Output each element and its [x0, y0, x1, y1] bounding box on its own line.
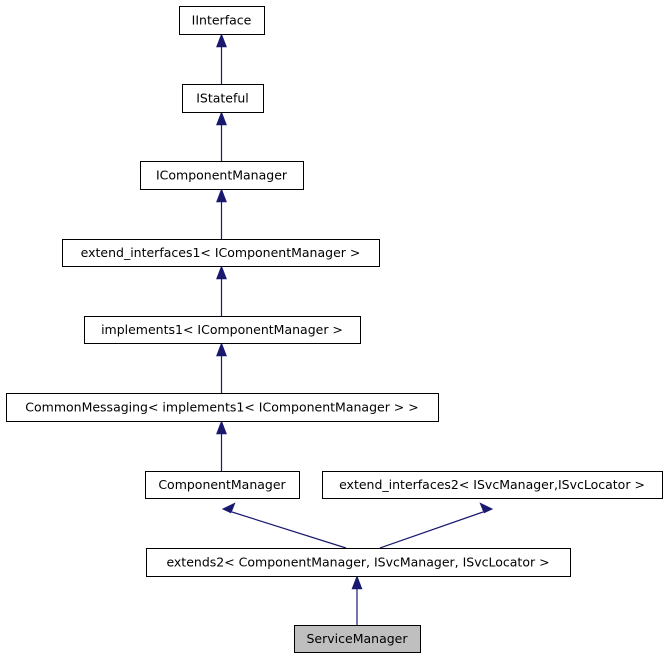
inheritance-arrowhead-icon	[221, 502, 236, 514]
inheritance-arrowhead-icon	[479, 502, 494, 514]
class-node-extends2[interactable]: extends2< ComponentManager, ISvcManager,…	[146, 548, 571, 577]
class-node-servicemanager[interactable]: ServiceManager	[294, 625, 421, 653]
inheritance-arrowhead-icon	[216, 265, 227, 280]
class-node-box[interactable]	[322, 471, 663, 499]
class-node-iinterface[interactable]: IInterface	[179, 6, 265, 35]
class-node-extend_interfaces2[interactable]: extend_interfaces2< ISvcManager,ISvcLoca…	[322, 471, 663, 499]
class-node-label: implements1< IComponentManager >	[101, 322, 343, 337]
inheritance-arrowhead-icon	[216, 420, 227, 435]
class-node-label: extends2< ComponentManager, ISvcManager,…	[166, 555, 549, 570]
class-node-box[interactable]	[146, 548, 571, 577]
class-node-box[interactable]	[62, 239, 380, 267]
class-node-box[interactable]	[6, 393, 439, 422]
class-node-label: IInterface	[192, 13, 252, 28]
inheritance-edge	[221, 502, 347, 549]
class-node-componentmanager[interactable]: ComponentManager	[145, 471, 300, 499]
class-node-box[interactable]	[140, 161, 304, 190]
class-node-label: extend_interfaces2< ISvcManager,ISvcLoca…	[339, 477, 645, 492]
class-node-label: ComponentManager	[158, 477, 286, 492]
inheritance-edge	[216, 111, 227, 161]
inheritance-arrowhead-icon	[216, 33, 227, 48]
class-node-istateful[interactable]: IStateful	[182, 84, 264, 113]
edge-line	[231, 511, 347, 549]
class-node-label: ServiceManager	[307, 631, 409, 646]
inheritance-arrowhead-icon	[216, 111, 227, 126]
inheritance-arrowhead-icon	[216, 342, 227, 357]
inheritance-edge	[351, 575, 363, 625]
class-node-box[interactable]	[179, 6, 265, 35]
class-node-box[interactable]	[294, 625, 421, 653]
class-node-implements1[interactable]: implements1< IComponentManager >	[84, 316, 361, 344]
class-node-icomponentmanager[interactable]: IComponentManager	[140, 161, 304, 190]
inheritance-edge	[216, 342, 227, 393]
class-node-box[interactable]	[145, 471, 300, 499]
inheritance-edge	[379, 502, 494, 549]
edge-line	[379, 511, 484, 549]
class-node-label: CommonMessaging< implements1< IComponent…	[25, 400, 418, 415]
class-node-label: IComponentManager	[156, 168, 288, 183]
class-node-extend_interfaces1[interactable]: extend_interfaces1< IComponentManager >	[62, 239, 380, 267]
class-node-commonmessaging[interactable]: CommonMessaging< implements1< IComponent…	[6, 393, 439, 422]
class-node-label: IStateful	[196, 91, 249, 106]
inheritance-edge	[216, 265, 227, 316]
class-node-box[interactable]	[182, 84, 264, 113]
edges-layer	[216, 33, 494, 625]
class-node-label: extend_interfaces1< IComponentManager >	[81, 245, 361, 260]
inheritance-edge	[216, 33, 227, 84]
inheritance-edge	[216, 420, 227, 471]
class-node-box[interactable]	[84, 316, 361, 344]
inheritance-arrowhead-icon	[351, 575, 363, 590]
inheritance-arrowhead-icon	[216, 188, 227, 203]
inheritance-edge	[216, 188, 227, 239]
